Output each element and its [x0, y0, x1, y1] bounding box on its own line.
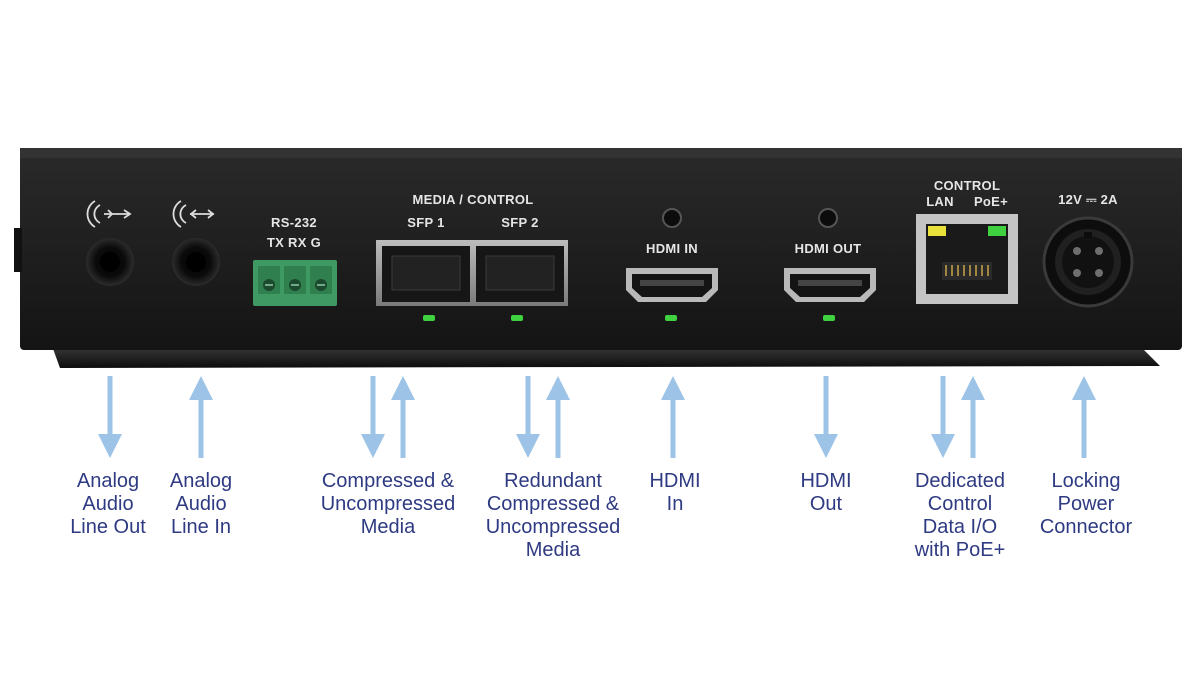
power-connector [1042, 216, 1134, 308]
arrow-up [546, 376, 570, 458]
sfp-cage [376, 240, 568, 306]
arrow-down [516, 376, 540, 458]
rs232-label: RS-232 [271, 215, 317, 230]
hdmi-out-port [784, 268, 876, 302]
chassis-side [14, 228, 22, 272]
hdmi-out-label: HDMI OUT [794, 241, 862, 256]
lan-label: LAN [926, 194, 954, 209]
hdmi-out-screw [818, 208, 838, 228]
arrow-up [961, 376, 985, 458]
arrow-up [661, 376, 685, 458]
media-control-label: MEDIA / CONTROL [412, 192, 534, 207]
arrow-up [189, 376, 213, 458]
sfp1-led [423, 315, 435, 321]
lan-led-yellow [928, 226, 946, 236]
arrow-down [98, 376, 122, 458]
hdmi-in-label: HDMI IN [646, 241, 698, 256]
arrow-down [361, 376, 385, 458]
sfp2-label: SFP 2 [501, 215, 539, 230]
lan-port [916, 214, 1018, 304]
hdmi-out-led [823, 315, 835, 321]
poe-label: PoE+ [973, 194, 1009, 209]
sfp2-led [511, 315, 523, 321]
lan-led-green [988, 226, 1006, 236]
audio-in-icon [172, 200, 215, 228]
arrow-down [931, 376, 955, 458]
arrow-up [391, 376, 415, 458]
arrow-down [814, 376, 838, 458]
hdmi-in-port [626, 268, 718, 302]
sfp1-label: SFP 1 [407, 215, 445, 230]
rs232-pins-label: TX RX G [266, 235, 322, 250]
hdmi-in-screw [662, 208, 682, 228]
rs232-terminal-block [253, 260, 337, 306]
hdmi-in-led [665, 315, 677, 321]
audio-out-icon [86, 200, 132, 228]
chassis-top-edge [20, 148, 1182, 158]
control-label: CONTROL [933, 178, 1001, 193]
chassis-base [52, 346, 1160, 368]
arrows [98, 376, 1096, 458]
arrow-up [1072, 376, 1096, 458]
power-rating-label: 12V ⎓ 2A [1058, 192, 1118, 207]
